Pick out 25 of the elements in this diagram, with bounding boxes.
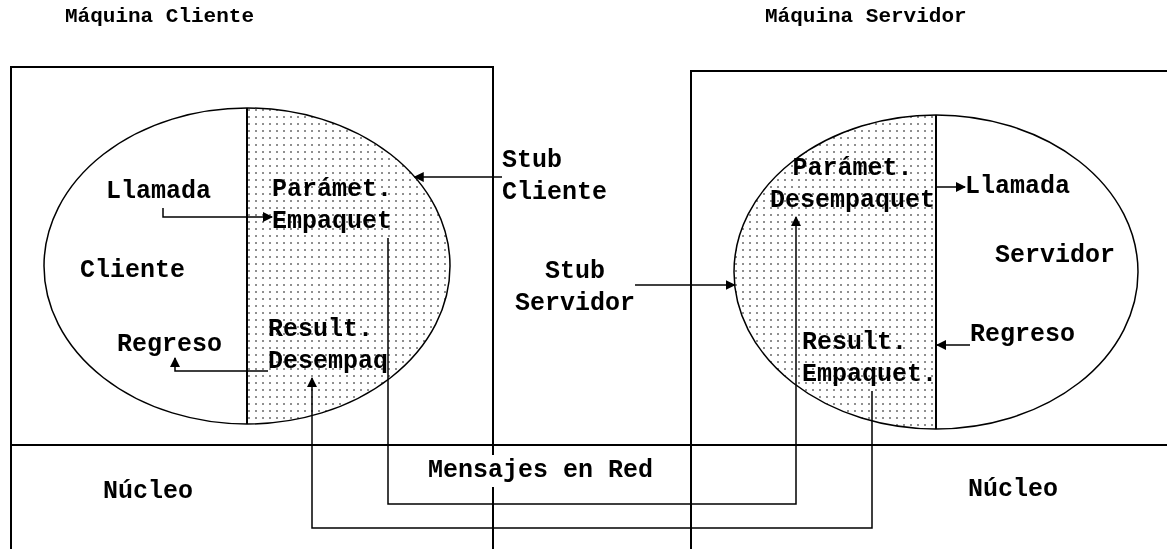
client-process-ellipse — [43, 107, 451, 425]
arrow — [936, 340, 971, 350]
stub-label: Stub Cliente — [502, 145, 607, 209]
arrow — [170, 357, 269, 372]
step-label: Regreso — [970, 322, 1076, 348]
step-label: Regreso — [117, 332, 223, 358]
arrow — [162, 207, 273, 222]
stub-step-label: Parámet. Empaquet — [272, 174, 392, 238]
arrow — [634, 280, 736, 290]
stub-step-label: Result. Desempaq — [268, 314, 388, 378]
arrow — [413, 172, 503, 182]
stub-step-label: Result. Empaquet. — [802, 327, 937, 391]
network-label: Mensajes en Red — [428, 455, 654, 487]
step-label: Llamada — [965, 171, 1071, 203]
arrow — [307, 377, 873, 529]
server-process-ellipse — [733, 114, 1139, 430]
arrow — [934, 182, 966, 192]
step-label: Llamada — [106, 176, 212, 208]
process-label: Cliente — [80, 255, 186, 287]
machine-title: Máquina Servidor — [765, 4, 967, 30]
stub-label: Stub Servidor — [515, 256, 635, 320]
machine-title: Máquina Cliente — [65, 4, 255, 30]
stub-step-label: Parámet. Desempaquet — [770, 153, 935, 217]
arrow — [387, 216, 801, 505]
process-label: Servidor — [995, 240, 1116, 272]
